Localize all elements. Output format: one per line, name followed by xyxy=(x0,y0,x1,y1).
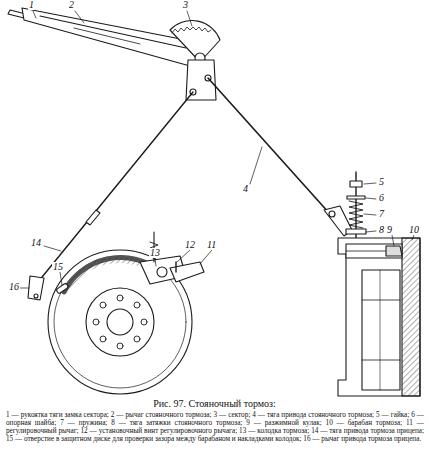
callout-number: 13 xyxy=(149,248,161,258)
callout-number: 4 xyxy=(242,184,249,194)
callout-number: 2 xyxy=(68,0,75,10)
bolt-hole xyxy=(141,319,147,325)
callout-number: 14 xyxy=(30,238,42,248)
callout-number: 5 xyxy=(378,177,385,187)
drum-wall xyxy=(402,238,420,396)
callout-number: 16 xyxy=(8,282,20,292)
crank-pin xyxy=(329,211,335,217)
nut xyxy=(350,181,362,187)
turnbuckle xyxy=(86,210,100,225)
drum-shield xyxy=(362,270,400,390)
bolt-hole xyxy=(100,302,106,308)
set-screw xyxy=(175,262,176,272)
cam-shaft-end xyxy=(157,267,167,277)
expander-cam xyxy=(386,246,402,256)
sector xyxy=(170,21,220,62)
lever-pin xyxy=(34,294,38,298)
lever-edge xyxy=(40,16,186,48)
parking-brake-rod xyxy=(208,78,330,214)
cam-housing xyxy=(346,244,402,258)
callout-number: 9 xyxy=(386,225,393,235)
parts-legend-text: 1 — рукоятка тяги замка сектора; 2 — рыч… xyxy=(6,411,424,444)
bolt-hole xyxy=(117,295,123,301)
sector-teeth xyxy=(172,27,211,33)
leader-lines xyxy=(20,11,414,288)
wheel-bolts xyxy=(93,295,147,349)
shoe-line xyxy=(362,360,400,361)
bolt-hole xyxy=(93,319,99,325)
callout-number: 1 xyxy=(28,0,35,10)
figure-caption: Рис. 97. Стояночный тормоз: xyxy=(0,398,429,409)
callout-number: 6 xyxy=(378,193,385,203)
brake-drum-section xyxy=(338,238,420,396)
bolt-hole xyxy=(134,336,140,342)
support-washer xyxy=(347,196,365,199)
callout-number: 15 xyxy=(52,262,64,272)
callout-number: 12 xyxy=(184,240,196,250)
bolt-hole xyxy=(134,302,140,308)
protective-disc xyxy=(48,250,192,394)
spring-seat xyxy=(346,229,366,234)
bolt-hole xyxy=(100,336,106,342)
callout-number: 3 xyxy=(182,0,189,10)
lock-rod xyxy=(74,28,140,44)
spring xyxy=(349,201,363,228)
bolt-hole xyxy=(117,343,123,349)
callout-number: 11 xyxy=(206,240,217,250)
disc-rim xyxy=(54,256,186,388)
callout-number: 7 xyxy=(378,209,385,219)
callout-number: 8 xyxy=(378,225,385,235)
axle-line xyxy=(380,270,381,390)
hub-center xyxy=(107,309,133,335)
shoe-line xyxy=(362,300,400,301)
adjusting-lever xyxy=(170,262,204,282)
callout-number: 10 xyxy=(408,225,420,235)
trailer-lever xyxy=(28,276,44,300)
hub xyxy=(86,288,154,356)
